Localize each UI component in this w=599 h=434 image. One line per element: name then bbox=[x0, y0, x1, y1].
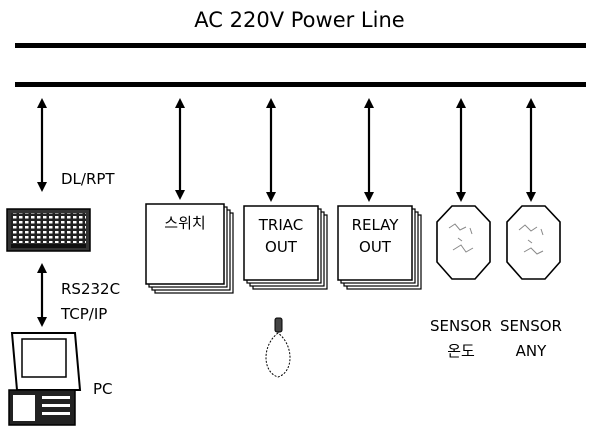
switch-module bbox=[145, 203, 234, 294]
sensor-any-label-line2: ANY bbox=[515, 341, 547, 360]
computer-icon bbox=[8, 332, 82, 426]
sensor-temp-label-line1: SENSOR bbox=[430, 317, 492, 335]
label-dl-rpt: DL/RPT bbox=[61, 170, 115, 188]
label-pc: PC bbox=[93, 380, 113, 398]
sensor-temp-icon bbox=[436, 205, 491, 280]
sensor-any-icon bbox=[506, 205, 561, 280]
switch-label: 스위치 bbox=[164, 214, 206, 232]
label-rs232c: RS232C bbox=[61, 280, 121, 298]
sensor-temp-label-line2: 온도 bbox=[447, 341, 475, 360]
sensor-any-label: SENSOR ANY bbox=[483, 314, 579, 364]
triac-label-line1: TRIAC bbox=[258, 216, 304, 234]
label-tcp-ip: TCP/IP bbox=[61, 305, 108, 323]
power-line-bottom bbox=[15, 82, 586, 87]
keyboard-icon bbox=[6, 208, 91, 252]
triac-label: TRIAC OUT bbox=[244, 215, 318, 259]
relay-label-line1: RELAY bbox=[351, 216, 399, 234]
triac-module bbox=[243, 205, 328, 290]
page-title: AC 220V Power Line bbox=[194, 8, 405, 32]
power-line-top bbox=[15, 43, 586, 48]
relay-module bbox=[337, 205, 422, 290]
sensor-temp-label: SENSOR 온도 bbox=[413, 314, 509, 364]
relay-label-line2: OUT bbox=[359, 237, 391, 256]
light-bulb-icon bbox=[265, 317, 291, 378]
relay-label: RELAY OUT bbox=[338, 215, 412, 259]
triac-label-line2: OUT bbox=[265, 237, 297, 256]
sensor-any-label-line1: SENSOR bbox=[500, 317, 562, 335]
